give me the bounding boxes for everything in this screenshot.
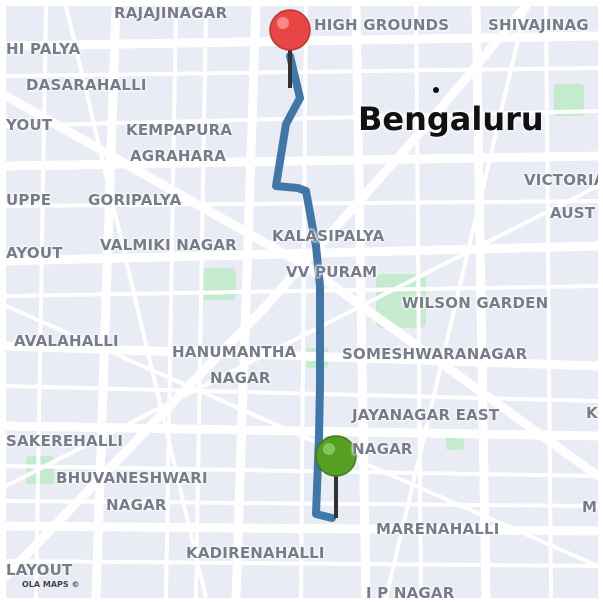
locality-label: AUST <box>550 204 596 222</box>
locality-label: LAYOUT <box>6 561 73 579</box>
locality-label: KEMPAPURA <box>126 121 233 139</box>
locality-label: JAYANAGAR EAST <box>352 406 500 424</box>
locality-label: AVALAHALLI <box>14 332 119 350</box>
locality-label: BHUVANESHWARI <box>56 469 208 487</box>
locality-label: VICTORIA <box>524 171 598 189</box>
map-canvas[interactable]: RAJAJINAGAR HIGH GROUNDS SHIVAJINAG HI P… <box>6 6 598 598</box>
locality-label: SOMESHWARANAGAR <box>342 345 528 363</box>
locality-label: WILSON GARDEN <box>402 294 549 312</box>
locality-label: GORIPALYA <box>88 191 182 209</box>
locality-label: HIGH GROUNDS <box>314 16 450 34</box>
locality-label: SAKEREHALLI <box>6 432 124 450</box>
locality-label: UPPE <box>6 191 52 209</box>
locality-label: HI PALYA <box>6 40 81 58</box>
locality-label: NAGAR <box>106 496 167 514</box>
locality-label: NAGAR <box>210 369 271 387</box>
green-pin-icon[interactable] <box>315 435 357 518</box>
locality-label: SHIVAJINAG <box>488 16 589 34</box>
locality-label: NAGAR <box>352 440 413 458</box>
locality-label: YOUT <box>6 116 53 134</box>
locality-label: DASARAHALLI <box>26 76 147 94</box>
map-attribution: OLA MAPS © <box>22 580 80 589</box>
map-base-layer <box>6 6 598 598</box>
locality-label: KADIRENAHALLI <box>186 544 325 562</box>
locality-label: M <box>582 498 598 516</box>
locality-label: MARENAHALLI <box>376 520 500 538</box>
locality-label: RAJAJINAGAR <box>114 6 228 22</box>
locality-label: HANUMANTHA <box>172 343 297 361</box>
minor-roads <box>6 6 598 598</box>
locality-label: VALMIKI NAGAR <box>100 236 237 254</box>
locality-label: AGRAHARA <box>130 147 227 165</box>
locality-label: AYOUT <box>6 244 63 262</box>
locality-label: J P NAGAR <box>366 584 455 598</box>
city-label: Bengaluru <box>358 100 544 138</box>
locality-label: VV PURAM <box>286 263 378 281</box>
city-center-dot <box>433 87 439 93</box>
red-pin-icon[interactable] <box>269 9 311 88</box>
locality-label: KALASIPALYA <box>272 227 385 245</box>
locality-label: K <box>586 404 598 422</box>
